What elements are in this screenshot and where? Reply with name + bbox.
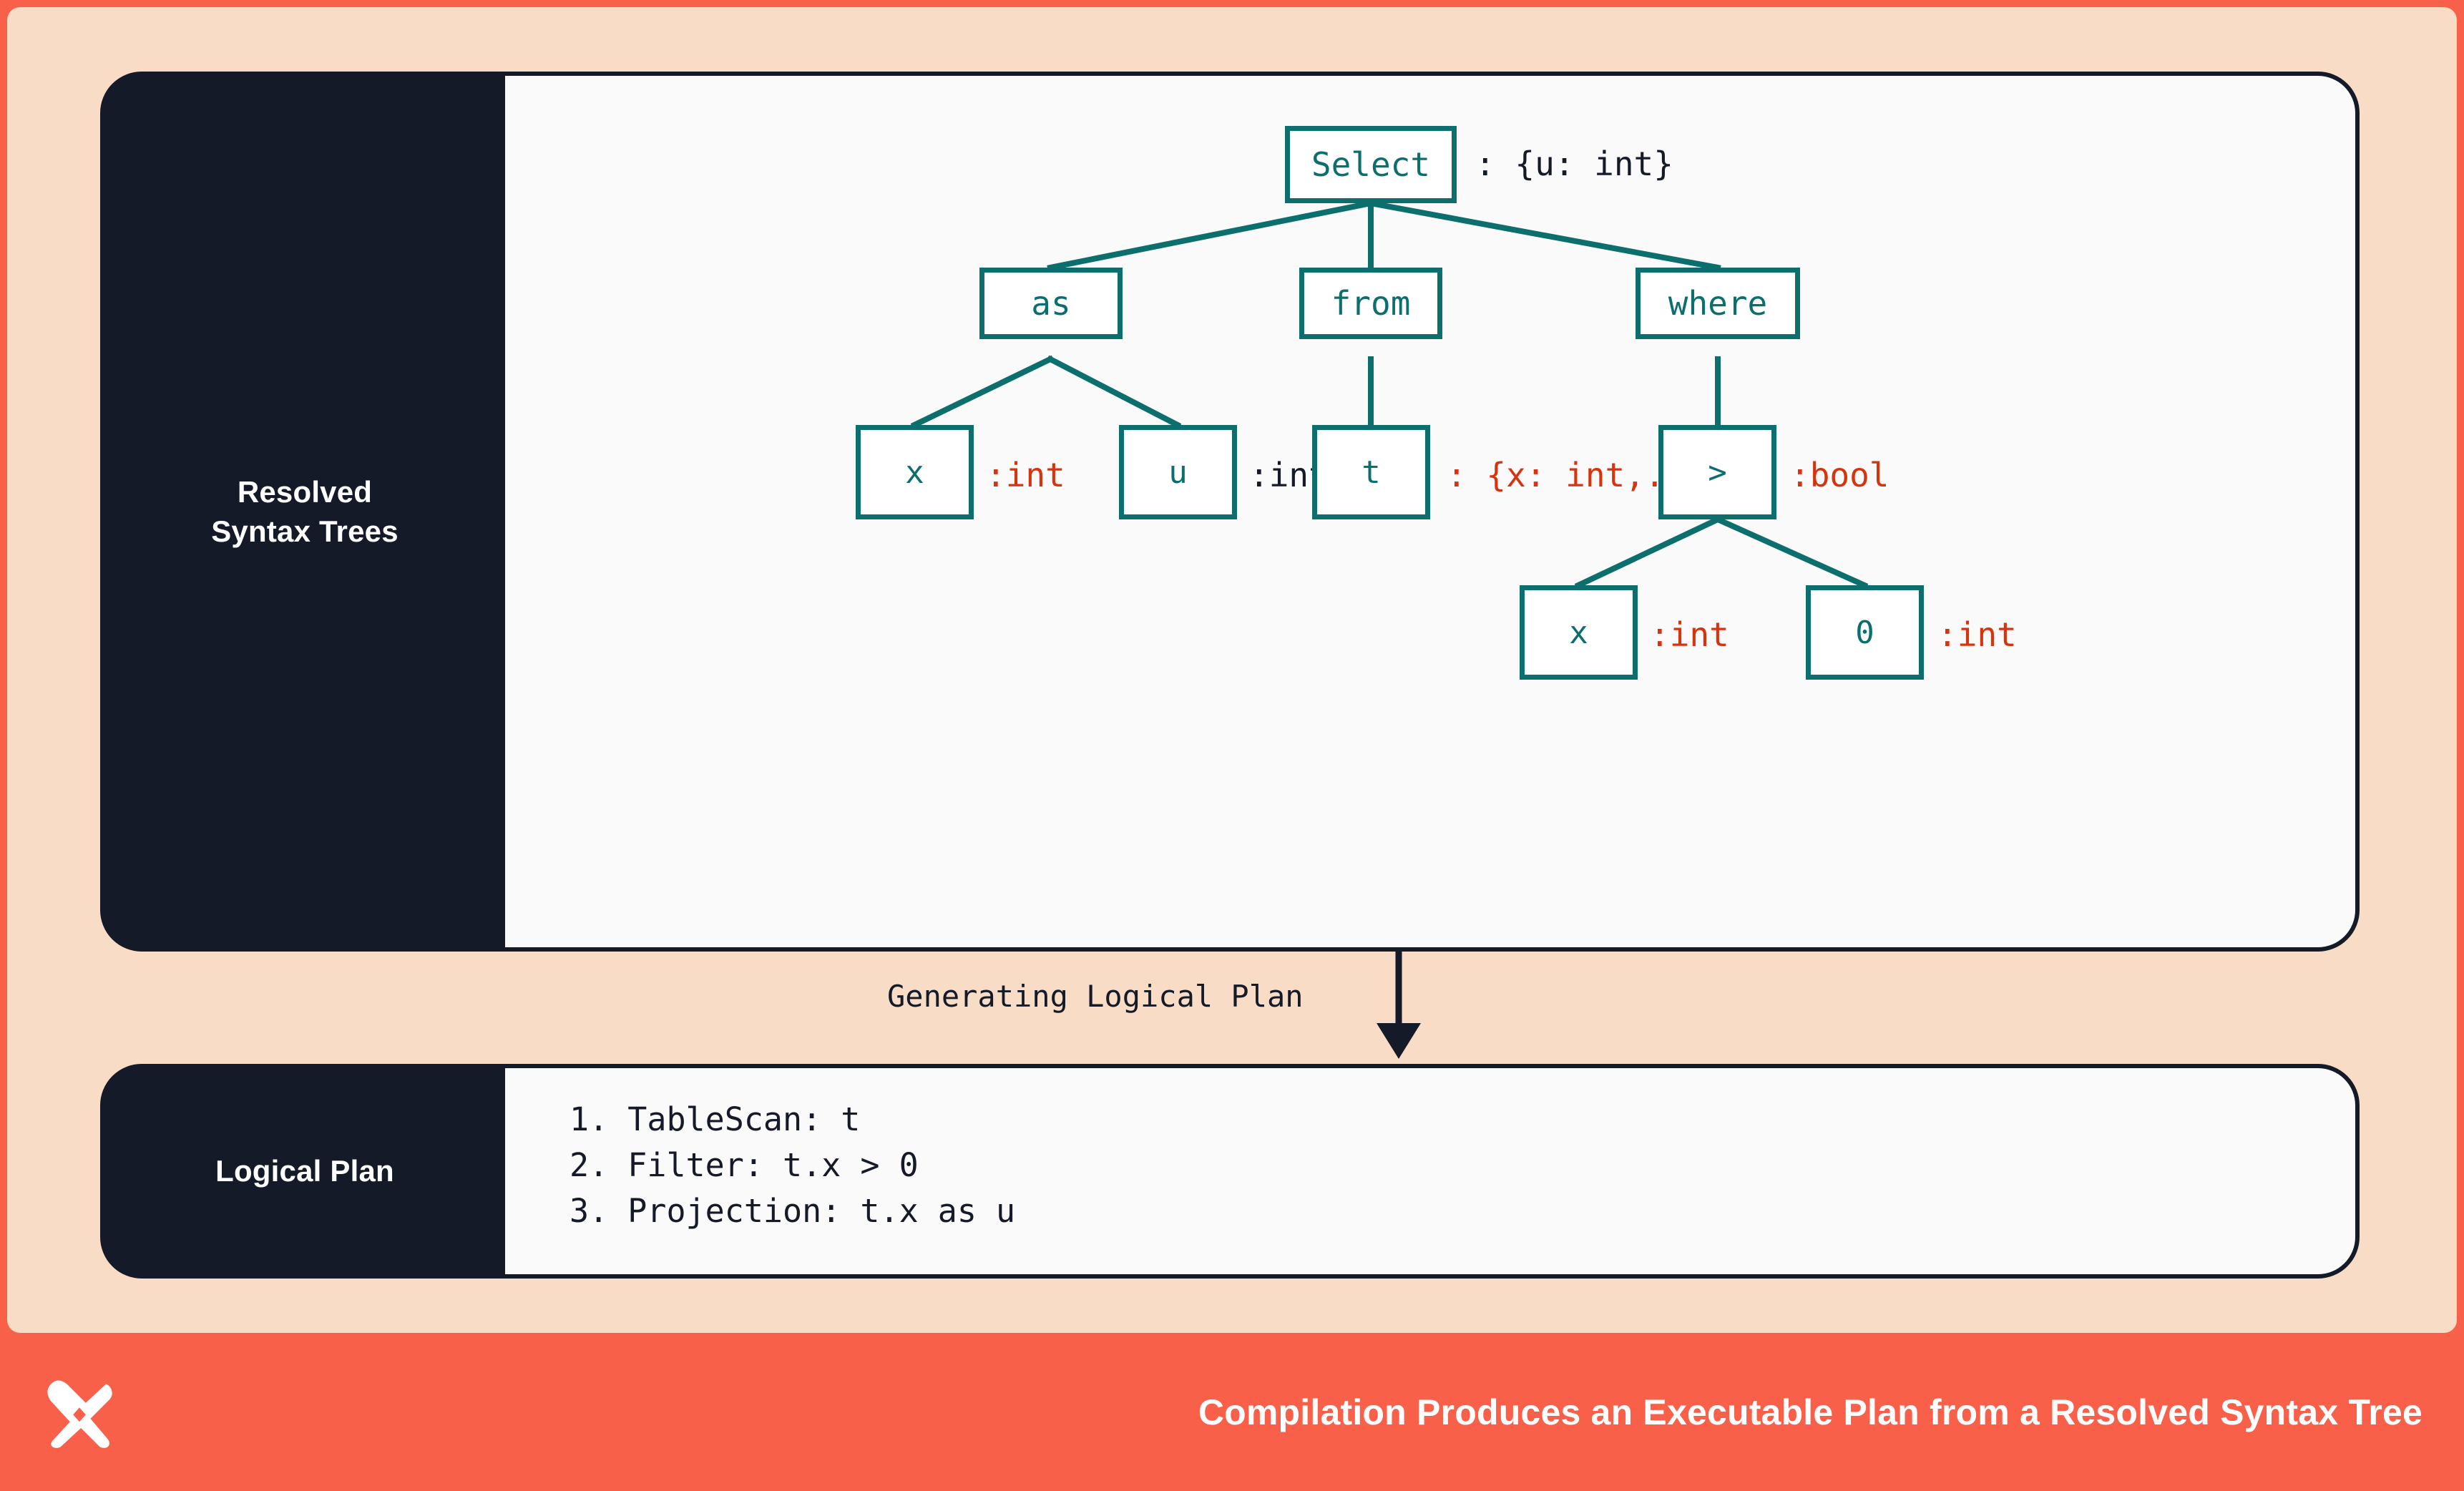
list-item: 1. TableScan: t (569, 1100, 861, 1138)
ast-node-select[interactable]: Select (1285, 126, 1457, 203)
resolved-syntax-trees-panel: Resolved Syntax Trees (100, 72, 2360, 952)
list-item: 3. Projection: t.x as u (569, 1191, 1016, 1230)
ast-panel-rail: Resolved Syntax Trees (104, 76, 505, 947)
ast-node-gt-x[interactable]: x (1520, 585, 1638, 680)
ast-node-greater-than[interactable]: > (1658, 425, 1776, 519)
ast-node-as-x[interactable]: x (856, 425, 974, 519)
plan-panel-title: Logical Plan (215, 1154, 394, 1188)
ast-annotation-as-x: :int (986, 456, 1065, 494)
ast-annotation-select: : {u: int} (1475, 145, 1673, 183)
logical-plan-panel: Logical Plan 1. TableScan: t 2. Filter: … (100, 1064, 2360, 1279)
ast-node-as-u[interactable]: u (1119, 425, 1237, 519)
butterfly-x-logo-icon (47, 1379, 112, 1448)
ast-node-from[interactable]: from (1299, 268, 1442, 339)
ast-panel-body: Select : {u: int} as from where x :int u… (505, 76, 2355, 947)
connector-arrow (1359, 952, 1438, 1059)
ast-panel-title: Resolved Syntax Trees (211, 474, 399, 548)
ast-annotation-greater-than: :bool (1790, 456, 1889, 494)
tree-edges (910, 200, 1869, 590)
caption-bar: Compilation Produces an Executable Plan … (0, 1333, 2464, 1491)
ast-node-where[interactable]: where (1636, 268, 1800, 339)
ast-annotation-gt-zero: :int (1937, 615, 2017, 654)
ast-node-gt-zero[interactable]: 0 (1806, 585, 1924, 680)
ast-node-from-t[interactable]: t (1312, 425, 1430, 519)
ast-annotation-gt-x: :int (1650, 615, 1729, 654)
connector-label: Generating Logical Plan (887, 979, 1304, 1014)
logical-plan-steps: 1. TableScan: t 2. Filter: t.x > 0 3. Pr… (569, 1097, 1015, 1234)
caption-title: Compilation Produces an Executable Plan … (1198, 1392, 2423, 1432)
arrow-down-icon (1377, 952, 1421, 1059)
ast-node-as[interactable]: as (979, 268, 1123, 339)
plan-panel-body: 1. TableScan: t 2. Filter: t.x > 0 3. Pr… (505, 1068, 2355, 1274)
list-item: 2. Filter: t.x > 0 (569, 1145, 919, 1184)
syntax-tree: Select : {u: int} as from where x :int u… (505, 76, 2355, 947)
plan-panel-rail: Logical Plan (104, 1068, 505, 1274)
